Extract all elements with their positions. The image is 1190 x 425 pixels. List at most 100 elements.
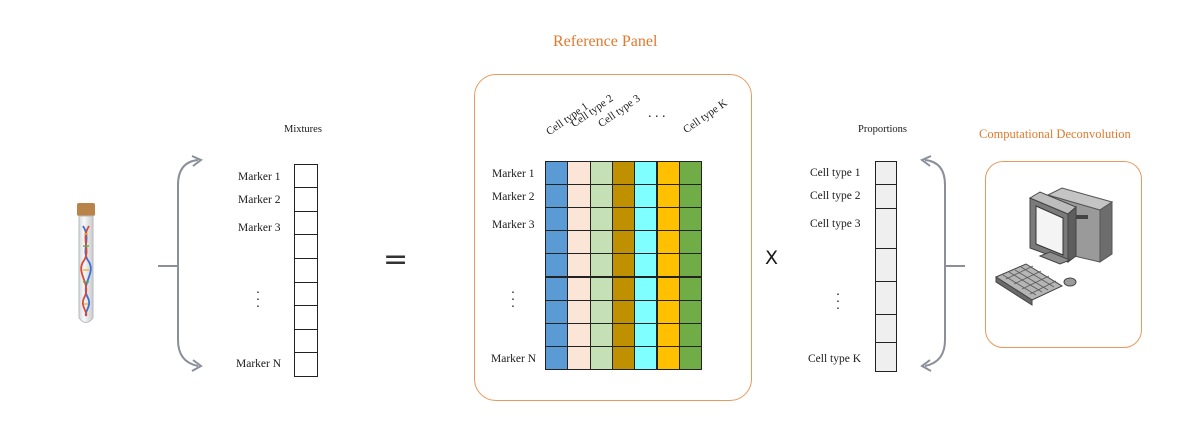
matrix-cell: [634, 207, 658, 232]
deconvolution-title: Computational Deconvolution: [979, 127, 1131, 141]
vector-cell: [294, 282, 318, 306]
vector-cell: [294, 305, 318, 330]
matrix-cell: [611, 276, 636, 301]
matrix-cell: [611, 253, 636, 278]
left-bracket-arrow-bottom: [191, 359, 203, 372]
matrix-cell: [634, 253, 658, 278]
deconvolution-box: [985, 161, 1142, 348]
matrix-cell: [611, 161, 636, 186]
matrix-cell: [656, 161, 680, 186]
matrix-cell: [678, 230, 703, 255]
matrix-cell: [611, 184, 636, 209]
matrix-cell: [656, 276, 680, 301]
proportions-vertical-dots: ···: [835, 288, 841, 317]
reference-panel-box: [474, 74, 752, 401]
matrix-cell: [567, 161, 591, 186]
reference-marker-label: Marker 2: [492, 191, 535, 203]
matrix-cell: [589, 207, 613, 232]
proportions-item-label: Cell type 2: [810, 190, 861, 202]
vector-cell: [294, 352, 318, 377]
right-bracket-arrow-top: [920, 155, 932, 167]
matrix-cell: [611, 299, 636, 324]
matrix-cell: [678, 207, 703, 232]
matrix-cell: [545, 299, 569, 324]
matrix-cell: [589, 345, 613, 370]
matrix-cell: [678, 299, 703, 324]
matrix-cell: [589, 253, 613, 278]
matrix-cell: [678, 184, 703, 209]
right-bracket-arrow-bottom: [920, 359, 932, 372]
matrix-cell: [567, 207, 591, 232]
vector-cell: [875, 161, 897, 185]
matrix-cell: [589, 276, 613, 301]
reference-marker-label: Marker 3: [492, 219, 535, 231]
vector-cell: [294, 329, 318, 353]
matrix-cell: [678, 276, 703, 301]
vector-cell: [294, 211, 318, 235]
vector-cell: [875, 342, 897, 372]
matrix-cell: [611, 230, 636, 255]
matrix-cell: [678, 253, 703, 278]
left-bracket-arrow-top: [191, 155, 203, 167]
equals-sign: =: [383, 242, 409, 277]
matrix-cell: [678, 322, 703, 347]
matrix-cell: [567, 230, 591, 255]
matrix-cell: [634, 322, 658, 347]
matrix-cell: [611, 345, 636, 370]
vector-cell: [875, 184, 897, 209]
vector-cell: [875, 281, 897, 315]
proportions-item-label-last: Cell type K: [808, 353, 862, 365]
vector-cell: [294, 164, 318, 188]
matrix-cell: [656, 184, 680, 209]
matrix-cell: [567, 184, 591, 209]
matrix-cell: [567, 276, 591, 301]
mixtures-marker-label: Marker 1: [238, 171, 281, 183]
matrix-cell: [545, 345, 569, 370]
matrix-cell: [567, 345, 591, 370]
left-bracket: [177, 159, 199, 367]
reference-marker-label: Marker 1: [492, 168, 535, 180]
matrix-cell: [656, 253, 680, 278]
reference-panel-title: Reference Panel: [553, 33, 658, 50]
matrix-cell: [545, 322, 569, 347]
matrix-cell: [678, 161, 703, 186]
matrix-cell: [545, 253, 569, 278]
matrix-cell: [589, 322, 613, 347]
matrix-cell: [634, 299, 658, 324]
matrix-cell: [634, 184, 658, 209]
proportions-item-label: Cell type 3: [810, 218, 861, 230]
matrix-cell: [567, 253, 591, 278]
matrix-cell: [656, 207, 680, 232]
matrix-cell: [545, 207, 569, 232]
matrix-cell: [656, 345, 680, 370]
matrix-cell: [567, 322, 591, 347]
mixtures-marker-label: Marker 2: [238, 194, 281, 206]
vector-cell: [294, 234, 318, 259]
mixtures-vertical-dots: ···: [255, 286, 261, 315]
mixtures-marker-label: Marker 3: [238, 222, 281, 234]
matrix-cell: [611, 207, 636, 232]
reference-vertical-dots: ···: [510, 286, 516, 315]
matrix-cell: [589, 184, 613, 209]
matrix-cell: [589, 161, 613, 186]
vector-cell: [294, 258, 318, 283]
matrix-cell: [634, 345, 658, 370]
matrix-cell: [545, 230, 569, 255]
matrix-cell: [656, 299, 680, 324]
matrix-cell: [589, 230, 613, 255]
mixtures-marker-label-last: Marker N: [236, 358, 282, 370]
matrix-cell: [634, 161, 658, 186]
times-sign: X: [765, 247, 779, 269]
vector-cell: [875, 314, 897, 343]
vector-cell: [294, 187, 318, 212]
matrix-cell: [656, 322, 680, 347]
matrix-cell: [634, 230, 658, 255]
proportions-title: Proportions: [858, 124, 908, 135]
matrix-cell: [589, 299, 613, 324]
matrix-cell: [567, 299, 591, 324]
right-bracket: [924, 159, 946, 367]
reference-marker-label-last: Marker N: [491, 353, 537, 365]
proportions-item-label: Cell type 1: [810, 167, 861, 179]
matrix-cell: [545, 276, 569, 301]
